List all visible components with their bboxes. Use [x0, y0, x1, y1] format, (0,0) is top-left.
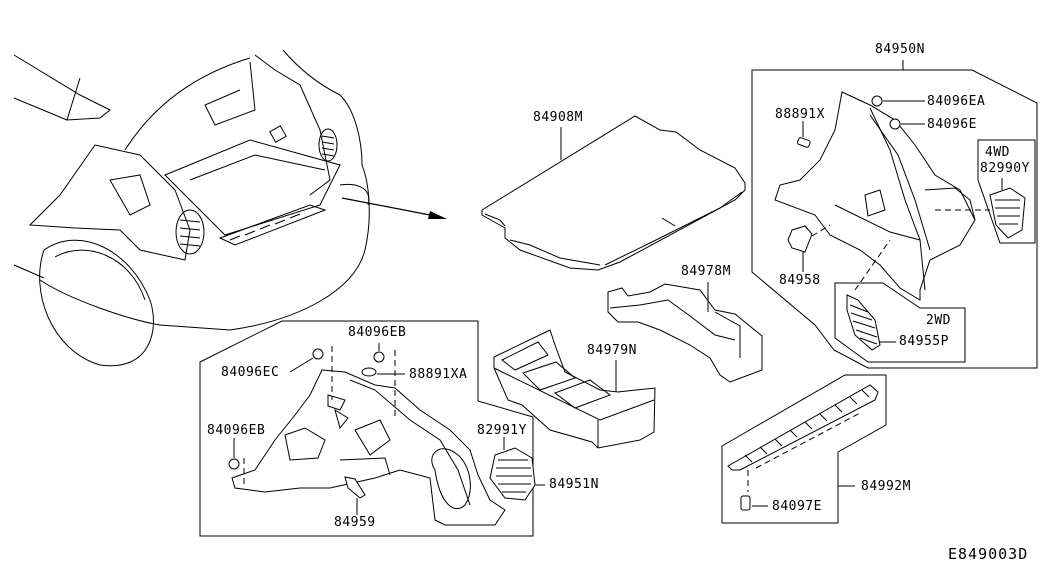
floor-box-rear-part — [493, 329, 656, 449]
clip-84096eb-top-shape — [373, 351, 385, 363]
left-side-finisher — [231, 369, 506, 526]
kicking-plate-shape — [727, 384, 879, 471]
label-84096e[interactable]: 84096E — [927, 117, 977, 132]
clip-84096ec-shape — [312, 348, 324, 360]
2wd-frame — [834, 282, 966, 363]
left-vent — [175, 209, 205, 255]
right-trim-frame — [751, 69, 1038, 369]
label-84979n[interactable]: 84979N — [587, 343, 637, 358]
left-trim-group — [199, 320, 545, 537]
label-4wd: 4WD — [985, 145, 1010, 160]
rear-wheel — [39, 239, 154, 367]
label-84096eb-left[interactable]: 84096EB — [207, 423, 266, 438]
label-84955p[interactable]: 84955P — [899, 334, 949, 349]
diagram-code: E849003D — [948, 545, 1029, 563]
label-84096eb-top[interactable]: 84096EB — [348, 325, 407, 340]
clip-84096e-shape — [889, 118, 901, 130]
label-84978m[interactable]: 84978M — [681, 264, 731, 279]
right-side-finisher — [774, 91, 976, 301]
label-84992m[interactable]: 84992M — [861, 479, 911, 494]
label-84096ea[interactable]: 84096EA — [927, 94, 986, 109]
clip-84096eb-left-shape — [228, 458, 240, 470]
vehicle-overview — [13, 49, 447, 367]
luggage-floor-board — [164, 139, 341, 236]
label-2wd: 2WD — [926, 313, 951, 328]
label-84959[interactable]: 84959 — [334, 515, 376, 530]
label-84908m[interactable]: 84908M — [533, 110, 583, 125]
4wd-frame — [977, 139, 1036, 244]
grille-84955p-shape — [846, 294, 881, 351]
kicking-plate-frame — [721, 374, 887, 524]
clip-84097e-shape — [740, 495, 751, 511]
label-82991y[interactable]: 82991Y — [477, 423, 527, 438]
label-82990y[interactable]: 82990Y — [980, 161, 1030, 176]
floor-board-part — [481, 115, 746, 271]
lid-84959-shape — [344, 476, 366, 499]
label-84958[interactable]: 84958 — [779, 273, 821, 288]
label-88891xa[interactable]: 88891XA — [409, 367, 468, 382]
right-vent — [318, 128, 338, 162]
cap-88891x-shape — [797, 137, 811, 148]
label-88891x[interactable]: 88891X — [775, 107, 825, 122]
lid-84958-shape — [787, 225, 813, 253]
label-84097e[interactable]: 84097E — [772, 499, 822, 514]
left-side-trim — [28, 144, 191, 261]
label-84950n[interactable]: 84950N — [875, 42, 925, 57]
clip-84096ea-shape — [871, 95, 883, 107]
label-84951n[interactable]: 84951N — [549, 477, 599, 492]
grille-82991y-shape — [489, 447, 536, 501]
right-trim-group — [751, 60, 1038, 369]
left-trim-frame — [199, 320, 534, 537]
hatch-glass-outline — [13, 54, 111, 121]
right-side-trim — [254, 54, 331, 196]
kicking-plate-group — [721, 374, 887, 524]
arrow-head — [428, 211, 447, 219]
kicking-plate-overview — [218, 204, 327, 246]
cap-88891xa-shape — [361, 367, 377, 377]
label-84096ec[interactable]: 84096EC — [221, 365, 280, 380]
floor-box-front-part — [607, 282, 763, 383]
